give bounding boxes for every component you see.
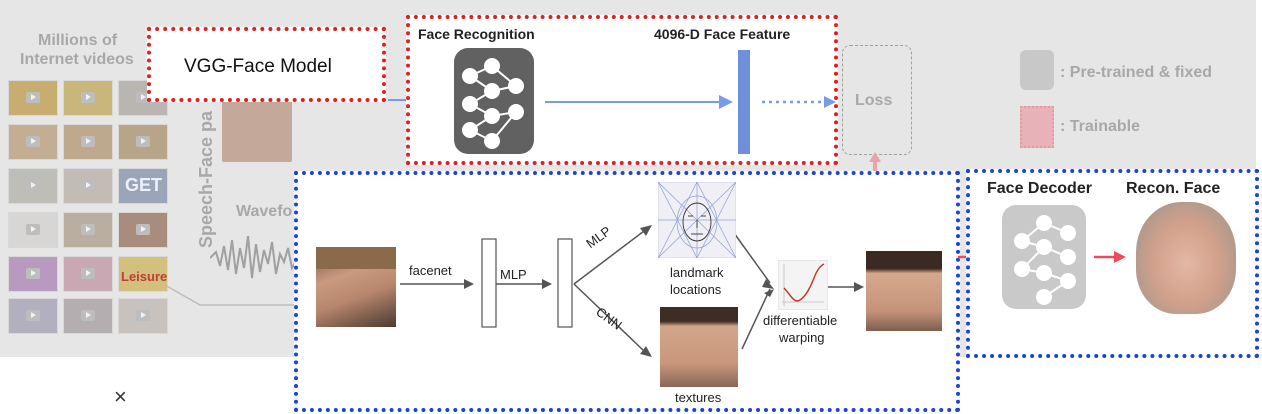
play-icon [81, 92, 95, 103]
feature-arrow-icon [545, 95, 733, 109]
videos-title-line1: Millions of [38, 32, 118, 49]
loss-box [842, 45, 912, 155]
output-face-image [866, 251, 942, 331]
facenet-label: facenet [409, 263, 452, 278]
video-thumbnail: Leisure [118, 256, 168, 292]
play-icon [26, 310, 40, 321]
play-icon [81, 224, 95, 235]
legend-pretrained-swatch [1020, 50, 1054, 90]
waveform-graphic [210, 235, 299, 279]
landmark-label-line2: locations [670, 282, 722, 297]
vgg-face-model-label: VGG-Face Model [184, 56, 332, 77]
play-icon [136, 224, 150, 235]
video-thumbnail [8, 80, 58, 116]
face-recognition-title: Face Recognition [418, 26, 535, 42]
background-face-image [222, 92, 292, 162]
pipeline-box [294, 171, 960, 412]
video-thumbnail [63, 124, 113, 160]
warping-label-line2: warping [779, 330, 825, 345]
play-icon [26, 92, 40, 103]
play-icon [26, 180, 40, 191]
play-icon [81, 310, 95, 321]
close-icon[interactable]: × [114, 384, 127, 409]
play-icon [136, 310, 150, 321]
input-face-hair [316, 247, 396, 269]
video-thumbnail [8, 124, 58, 160]
neural-network-icon [454, 48, 534, 154]
video-thumbnail [118, 124, 168, 160]
warping-curve-image [778, 260, 828, 310]
thumbnail-badge: GET [125, 175, 163, 195]
vgg-face-model-box [147, 27, 386, 102]
video-thumbnail [118, 212, 168, 248]
warping-label-line1: differentiable [763, 313, 838, 328]
video-thumbnail [8, 168, 58, 204]
textures-label: textures [675, 390, 722, 405]
video-thumbnail [8, 298, 58, 334]
play-icon [136, 92, 150, 103]
waveform-label: Wavefo [236, 203, 293, 220]
face-decoder-title: Face Decoder [987, 180, 1092, 197]
play-icon [26, 136, 40, 147]
video-thumbnail [63, 168, 113, 204]
video-thumbnail [8, 256, 58, 292]
landmark-label-line1: landmark [670, 265, 724, 280]
play-icon [81, 180, 95, 191]
play-icon [26, 224, 40, 235]
texture-face-image [660, 307, 738, 387]
landmark-mesh-image [658, 182, 736, 258]
video-thumbnail [63, 212, 113, 248]
face-feature-title: 4096-D Face Feature [654, 26, 791, 42]
play-icon [136, 136, 150, 147]
loss-label: Loss [855, 92, 893, 109]
loss-up-arrow-icon [869, 152, 881, 172]
legend-trainable-swatch [1020, 106, 1054, 148]
recon-face-title: Recon. Face [1126, 180, 1221, 197]
face-decoder-network-icon [1002, 205, 1086, 309]
pipeline-arrows [400, 225, 864, 357]
background-connector [164, 284, 295, 306]
video-thumbnail: GET [118, 168, 168, 204]
video-thumbnail [63, 298, 113, 334]
video-thumbnail [118, 298, 168, 334]
videos-title-line2: Internet videos [20, 51, 134, 68]
legend-pretrained-label: : Pre-trained & fixed [1060, 64, 1213, 81]
mlp-label: MLP [500, 267, 527, 282]
play-icon [26, 268, 40, 279]
video-thumbnail [63, 80, 113, 116]
recon-arrow-icon [1094, 251, 1126, 263]
video-thumbnail [8, 212, 58, 248]
feature-vector-bar [738, 50, 750, 154]
loss-dotted-arrow-icon [762, 96, 836, 108]
video-thumbnail-grid: GET Leisure [8, 80, 168, 340]
play-icon [81, 268, 95, 279]
thumbnail-badge: Leisure [121, 269, 168, 284]
reconstructed-face-image [1136, 202, 1236, 314]
play-icon [81, 136, 95, 147]
legend-trainable-label: : Trainable [1060, 118, 1141, 135]
video-thumbnail [63, 256, 113, 292]
